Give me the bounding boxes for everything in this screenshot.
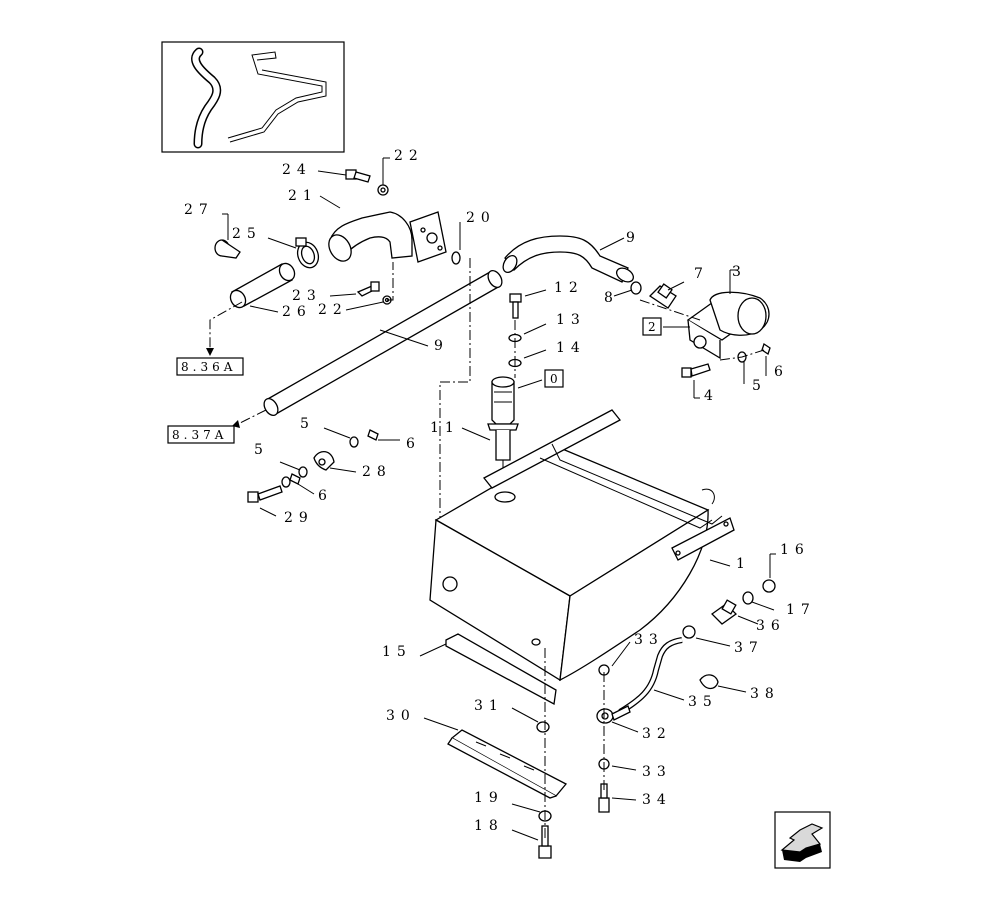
fitting-36	[710, 599, 759, 625]
elbow-hose-21	[319, 195, 447, 263]
bolt-4	[681, 363, 711, 399]
hose-inset-icon	[161, 41, 345, 153]
drain-pipe-35	[618, 637, 685, 715]
callout-9: 9	[434, 338, 449, 354]
callout-32: 32	[642, 726, 672, 742]
callout-28: 28	[362, 464, 392, 480]
callout-26: 26	[282, 304, 312, 320]
callout-25: 25	[232, 226, 262, 242]
callout-19: 19	[474, 790, 504, 806]
callout-6: 6	[318, 488, 333, 504]
callout-17: 17	[786, 602, 816, 618]
box-0-label: 0	[550, 372, 558, 386]
callout-14: 14	[556, 340, 586, 356]
callout-35: 35	[688, 694, 718, 710]
callout-27: 27	[184, 202, 214, 218]
ref-box-2: 2	[642, 317, 662, 336]
callout-8: 8	[604, 290, 619, 306]
callout-9: 9	[626, 230, 641, 246]
callout-13: 13	[556, 312, 586, 328]
callout-15: 15	[382, 644, 412, 660]
callout-29: 29	[284, 510, 314, 526]
fitting-7	[648, 281, 685, 309]
callout-1: 1	[736, 556, 751, 572]
ref-box-8-36A[interactable]: 8.36A	[176, 357, 244, 376]
ref-8-36A-label: 8.36A	[181, 360, 236, 374]
callout-22: 22	[394, 148, 424, 164]
ref-box-8-37A[interactable]: 8.37A	[167, 425, 235, 444]
bracket-15	[419, 633, 557, 706]
p-clip-27	[214, 213, 241, 259]
fuel-tank-1	[429, 409, 735, 682]
callout-34: 34	[642, 792, 672, 808]
callouts: 1 3 4 5 5 5 6 6 6 7 8 9 9 11 12 13 14 15…	[184, 148, 816, 834]
callout-6: 6	[406, 436, 421, 452]
bolt-23	[356, 281, 380, 297]
washer-37	[682, 625, 696, 639]
washer-8	[630, 281, 642, 295]
callout-4: 4	[704, 388, 719, 404]
bolt-12	[509, 289, 547, 319]
next-page-arrow-icon[interactable]	[774, 811, 831, 869]
ref-box-0: 0	[544, 369, 564, 388]
ref-8-37A-label: 8.37A	[172, 428, 227, 442]
hose-9-lower	[263, 269, 503, 417]
callout-33: 33	[642, 764, 672, 780]
callout-5: 5	[300, 416, 315, 432]
callout-5: 5	[254, 442, 269, 458]
callout-23: 23	[292, 288, 322, 304]
fuel-sender-3	[686, 269, 770, 360]
callout-11: 11	[430, 420, 460, 436]
callout-37: 37	[734, 640, 764, 656]
callout-31: 31	[474, 698, 504, 714]
bracket-30	[423, 717, 568, 799]
washer-17	[742, 591, 754, 605]
bolt-24	[317, 169, 371, 183]
callout-16: 16	[780, 542, 810, 558]
callout-36: 36	[756, 618, 786, 634]
clip-28	[313, 451, 357, 473]
callout-12: 12	[554, 280, 584, 296]
callout-38: 38	[750, 686, 780, 702]
callout-6: 6	[774, 364, 789, 380]
callout-24: 24	[282, 162, 312, 178]
callout-22: 22	[318, 302, 348, 318]
callout-21: 21	[288, 188, 318, 204]
hose-clamp-25	[267, 237, 320, 269]
plug-20	[451, 251, 461, 265]
clip-38	[699, 674, 747, 693]
hose-9-upper	[502, 235, 635, 283]
bolt-16	[762, 553, 776, 593]
bolt-29	[247, 485, 283, 517]
callout-7: 7	[694, 266, 709, 282]
banjo-32	[596, 705, 639, 733]
callout-18: 18	[474, 818, 504, 834]
hose-26	[229, 262, 296, 313]
bolt-34	[598, 783, 637, 813]
callout-33: 33	[634, 632, 664, 648]
callout-30: 30	[386, 708, 416, 724]
box-2-label: 2	[648, 320, 656, 334]
callout-5: 5	[752, 378, 767, 394]
callout-20: 20	[466, 210, 496, 226]
filler-neck-11	[461, 376, 543, 461]
callout-3: 3	[732, 264, 747, 280]
washer-31	[536, 721, 550, 733]
